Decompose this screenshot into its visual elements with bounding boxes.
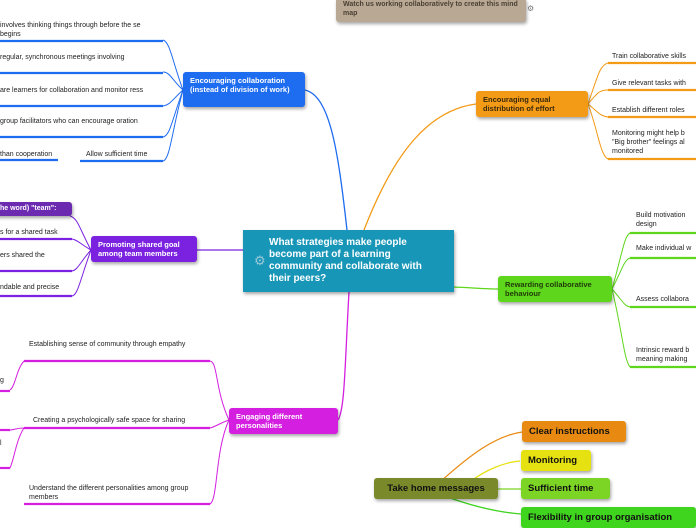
purple-item-4[interactable]: ndable and precise (0, 284, 60, 291)
top-note[interactable]: Watch us working collaboratively to crea… (336, 0, 526, 22)
branch-label: Encouraging equal distribution of effort (483, 95, 555, 113)
branch-label: Engaging different personalities (236, 412, 303, 430)
branch-label: Encouraging collaboration (instead of di… (190, 76, 290, 94)
purple-item-3[interactable]: ers shared the (0, 252, 45, 259)
take-home-item-flexibility[interactable]: Flexibility in group organisation (521, 507, 696, 528)
branch-label: Promoting shared goal among team members (98, 240, 180, 258)
blue-item-3[interactable]: are learners for collaboration and monit… (0, 87, 144, 94)
magenta-item-1[interactable]: Establishing sense of community through … (29, 341, 186, 348)
take-home-item-clear-instructions[interactable]: Clear instructions (522, 421, 626, 442)
take-home-item-sufficient-time[interactable]: Sufficient time (521, 478, 610, 499)
blue-item-5[interactable]: than cooperation (0, 151, 53, 158)
purple-item-2[interactable]: s for a shared task (0, 229, 58, 236)
top-note-label: Watch us working collaboratively to crea… (343, 1, 518, 17)
top-note-link-icon[interactable]: ⚙ (527, 4, 535, 13)
green-item-3[interactable]: Assess collabora (636, 296, 689, 303)
take-home-item-monitoring[interactable]: Monitoring (521, 450, 591, 471)
magenta-subitem-1[interactable]: g (0, 377, 4, 384)
orange-item-2[interactable]: Give relevant tasks with (612, 80, 686, 87)
branch-encouraging-collaboration[interactable]: Encouraging collaboration (instead of di… (183, 72, 305, 107)
orange-item-1[interactable]: Train collaborative skills (612, 53, 687, 60)
blue-item-4[interactable]: group facilitators who can encourage ora… (0, 118, 138, 125)
green-item-1[interactable]: Build motivation design (636, 212, 686, 228)
blue-item-2[interactable]: regular, synchronous meetings involving (0, 54, 125, 61)
take-home-node[interactable]: Take home messages (374, 478, 498, 499)
blue-item-6[interactable]: Allow sufficient time (86, 151, 148, 158)
green-item-4[interactable]: Intrinsic reward b meaning making (636, 347, 690, 363)
green-item-2[interactable]: Make individual w (636, 245, 692, 252)
branch-promoting-shared-goal[interactable]: Promoting shared goal among team members (91, 236, 197, 262)
central-topic-label: What strategies make people become part … (269, 237, 422, 284)
magenta-item-3[interactable]: Understand the different personalities a… (29, 485, 189, 501)
take-home-label: Take home messages (387, 483, 485, 494)
branch-label: Rewarding collaborative behaviour (505, 280, 592, 298)
blue-item-1[interactable]: involves thinking things through before … (0, 22, 141, 38)
branch-equal-distribution[interactable]: Encouraging equal distribution of effort (476, 91, 588, 117)
central-gear-icon: ⚙ (254, 253, 266, 268)
magenta-item-2[interactable]: Creating a psychologically safe space fo… (33, 417, 186, 424)
magenta-subitem-2[interactable]: l (0, 440, 2, 447)
orange-item-4[interactable]: Monitoring might help b "Big brother" fe… (612, 130, 685, 155)
purple-item-1[interactable]: he word) "team": (0, 202, 72, 216)
orange-item-3[interactable]: Establish different roles (612, 107, 685, 114)
branch-rewarding-behaviour[interactable]: Rewarding collaborative behaviour (498, 276, 612, 302)
central-topic[interactable]: What strategies make people become part … (243, 230, 454, 292)
branch-engaging-personalities[interactable]: Engaging different personalities (229, 408, 338, 434)
